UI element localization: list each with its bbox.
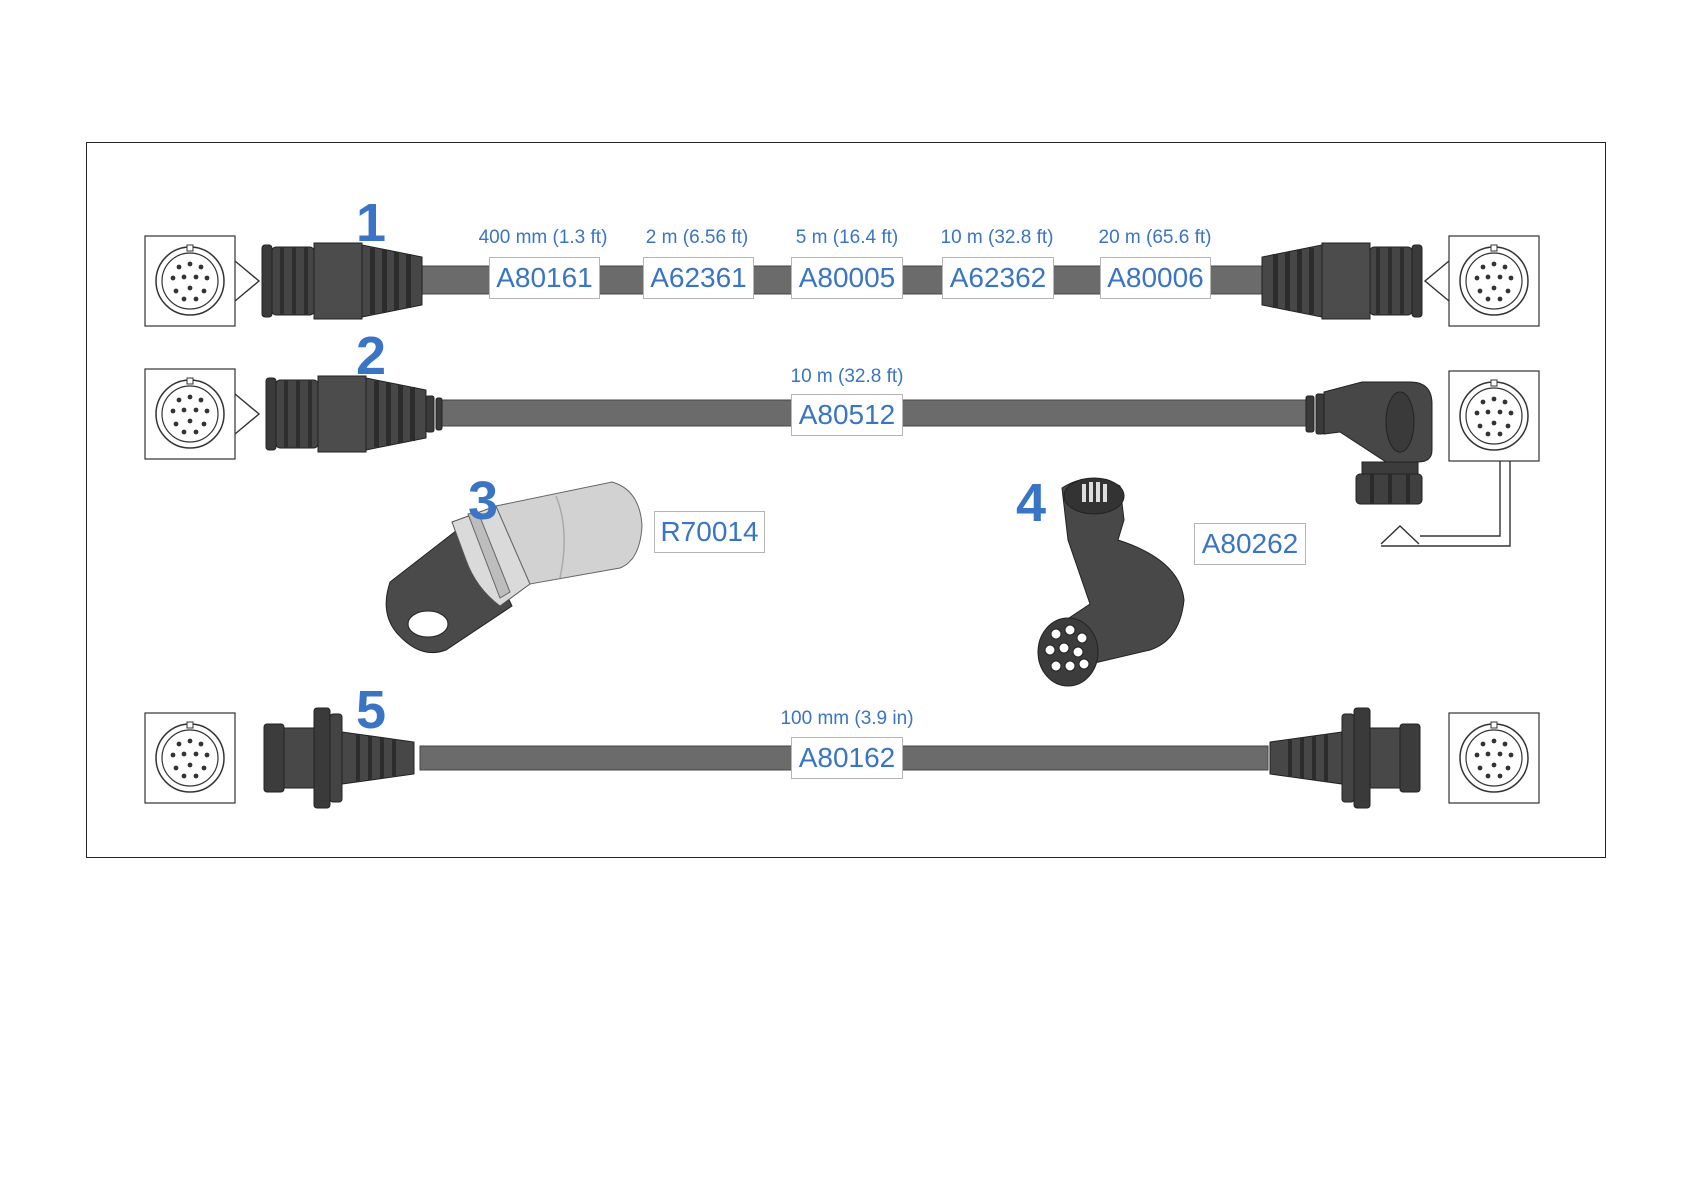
pin-face-5-left: [145, 713, 235, 803]
pin-face-2-left: [145, 369, 235, 459]
item-number-3: 3: [468, 474, 498, 528]
pin-face-1-right: [1449, 236, 1539, 326]
item-number-4: 4: [1016, 476, 1046, 530]
connector-5-left: [264, 708, 414, 808]
connector-5-right: [1270, 708, 1420, 808]
pin-face-1-left: [145, 236, 235, 326]
part-number-label: A80006: [1100, 257, 1211, 299]
length-label: 20 m (65.6 ft): [1099, 227, 1212, 249]
length-label: 10 m (32.8 ft): [791, 366, 904, 388]
length-label: 2 m (6.56 ft): [646, 227, 748, 249]
connector-2-left: [266, 376, 426, 452]
part-number-label: R70014: [654, 511, 765, 553]
pin-face-5-right: [1449, 713, 1539, 803]
connector-1-right: [1262, 243, 1422, 319]
length-label: 10 m (32.8 ft): [941, 227, 1054, 249]
terminator-3: [386, 482, 642, 653]
adaptor-4: [1038, 478, 1184, 686]
connector-2-right-angle: [1306, 382, 1432, 504]
pin-face-2-right: [1449, 371, 1539, 461]
part-number-label: A80005: [791, 257, 903, 299]
item-number-2: 2: [356, 329, 386, 383]
part-number-label: A62361: [643, 257, 754, 299]
part-number-label: A62362: [942, 257, 1054, 299]
part-number-label: A80262: [1194, 523, 1306, 565]
length-label: 100 mm (3.9 in): [780, 708, 913, 730]
item-number-1: 1: [356, 196, 386, 250]
length-label: 400 mm (1.3 ft): [479, 227, 608, 249]
part-number-label: A80512: [791, 394, 903, 436]
length-label: 5 m (16.4 ft): [796, 227, 898, 249]
part-number-label: A80161: [489, 257, 600, 299]
item-number-5: 5: [356, 683, 386, 737]
part-number-label: A80162: [791, 737, 903, 779]
connector-1-left: [262, 243, 422, 319]
